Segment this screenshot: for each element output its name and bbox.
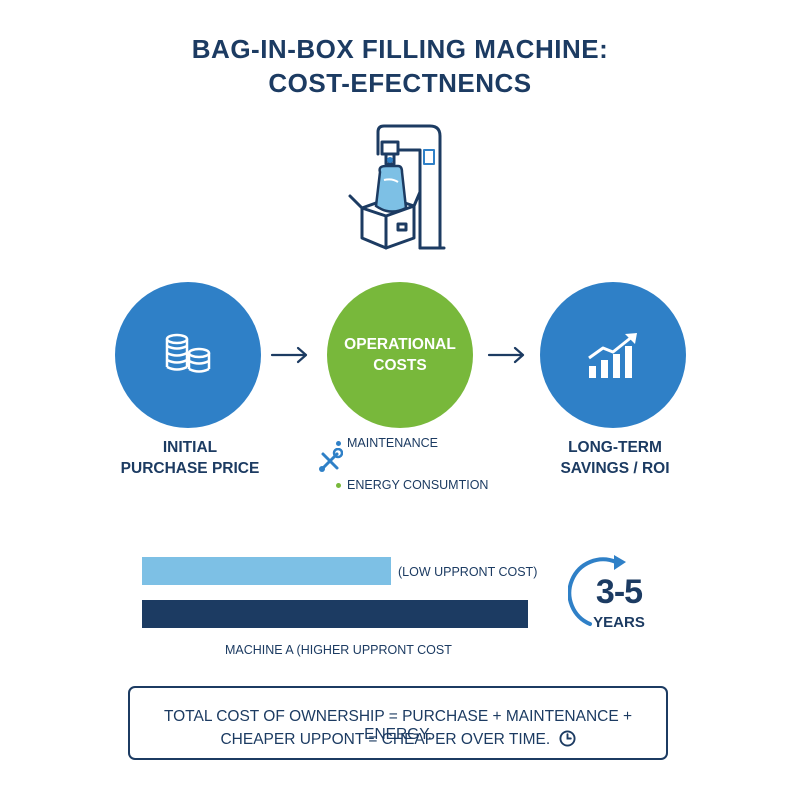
initial-label-line-1: INITIAL	[162, 439, 218, 456]
summary-line-2: CHEAPER UPPONT = CHEAPER OVER TIME.	[130, 730, 666, 749]
arrow-right-icon	[487, 346, 525, 364]
bullet-energy-text: ENERGY CONSUMTION	[347, 478, 489, 492]
machine-icon	[348, 124, 446, 250]
higher-upfront-cost-bar	[142, 600, 528, 628]
summary-line-1-text: TOTAL COST OF OWNERSHIP = PURCHASE + MAI…	[163, 708, 633, 743]
initial-label-line-2: PURCHASE PRICE	[120, 460, 260, 477]
bullet-dot	[336, 440, 341, 446]
clock-icon	[559, 730, 576, 747]
initial-purchase-label: INITIAL PURCHASE PRICE	[95, 437, 285, 479]
operational-circle-line-1: OPERATIONAL	[344, 336, 456, 353]
long-term-label: LONG-TERM SAVINGS / ROI	[525, 437, 705, 479]
long-term-savings-circle	[540, 282, 686, 428]
years-label: YEARS	[593, 614, 645, 631]
bullet-maintenance: MAINTENANCE	[336, 436, 438, 450]
bullet-energy: ENERGY CONSUMTION	[336, 478, 488, 492]
arrow-right-icon	[270, 346, 308, 364]
longterm-label-line-2: SAVINGS / ROI	[560, 460, 670, 477]
tools-icon	[319, 448, 343, 472]
summary-line-2-text: CHEAPER UPPONT = CHEAPER OVER TIME.	[220, 731, 551, 748]
cycle-arrow-icon	[568, 555, 626, 626]
operational-costs-circle: OPERATIONAL COSTS	[327, 282, 473, 428]
initial-purchase-circle	[115, 282, 261, 428]
summary-line-1: TOTAL COST OF OWNERSHIP = PURCHASE + MAI…	[130, 708, 666, 744]
higher-upfront-cost-caption: MACHINE A (HIGHER UPPRONT COST	[225, 643, 452, 657]
title-line-2: COST-EFECTNENCS	[268, 68, 532, 98]
low-upfront-cost-bar	[142, 557, 391, 585]
operational-circle-line-2: COSTS	[373, 357, 427, 374]
bullet-dot	[336, 482, 341, 488]
title-line-1: BAG-IN-BOX FILLING MACHINE:	[191, 34, 609, 64]
growth-chart-icon	[588, 333, 637, 378]
summary-box: TOTAL COST OF OWNERSHIP = PURCHASE + MAI…	[128, 686, 668, 760]
coins-icon	[165, 333, 211, 373]
longterm-label-line-1: LONG-TERM	[568, 439, 662, 456]
low-upfront-cost-caption: (LOW UPPRONT COST)	[398, 565, 538, 579]
bullet-maintenance-text: MAINTENANCE	[347, 436, 438, 450]
years-range: 3-5	[595, 573, 643, 611]
